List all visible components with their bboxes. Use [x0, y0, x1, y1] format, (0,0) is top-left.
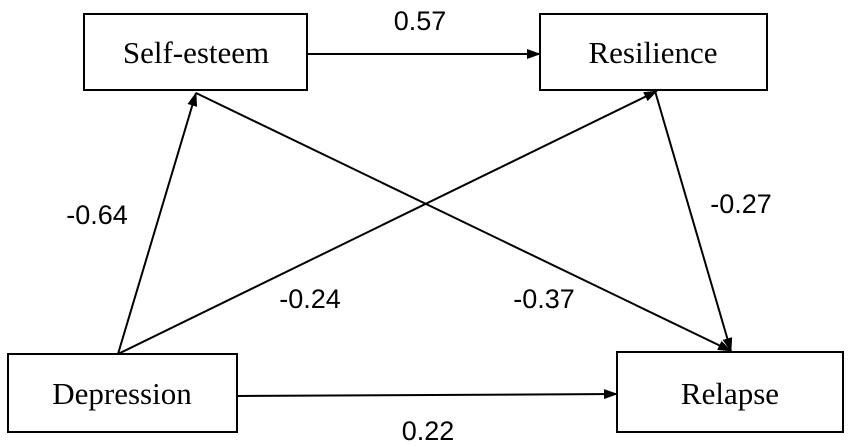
node-relapse-label: Relapse: [681, 376, 779, 411]
arrow-resilience-to-relapse: [654, 90, 733, 352]
arrow-depression-to-relapse: [236, 389, 618, 400]
coef-resilience-to-relapse: -0.27: [710, 189, 772, 219]
node-depression-label: Depression: [52, 376, 192, 411]
node-self-esteem: Self-esteem: [83, 13, 308, 91]
node-depression: Depression: [7, 353, 238, 433]
coef-depression-to-self-esteem: -0.64: [66, 200, 128, 230]
arrow-depression-to-resilience: [117, 90, 658, 355]
arrow-depression-to-self-esteem: [117, 92, 198, 355]
coef-self-esteem-to-resilience: 0.57: [394, 6, 447, 36]
coef-depression-to-resilience: -0.24: [279, 284, 341, 314]
node-relapse: Relapse: [616, 351, 844, 433]
node-resilience: Resilience: [539, 13, 768, 91]
arrow-self-esteem-to-relapse: [195, 92, 732, 352]
coef-self-esteem-to-relapse: -0.37: [513, 284, 575, 314]
node-self-esteem-label: Self-esteem: [123, 35, 269, 70]
node-resilience-label: Resilience: [588, 35, 717, 70]
coef-depression-to-relapse: 0.22: [402, 416, 455, 446]
